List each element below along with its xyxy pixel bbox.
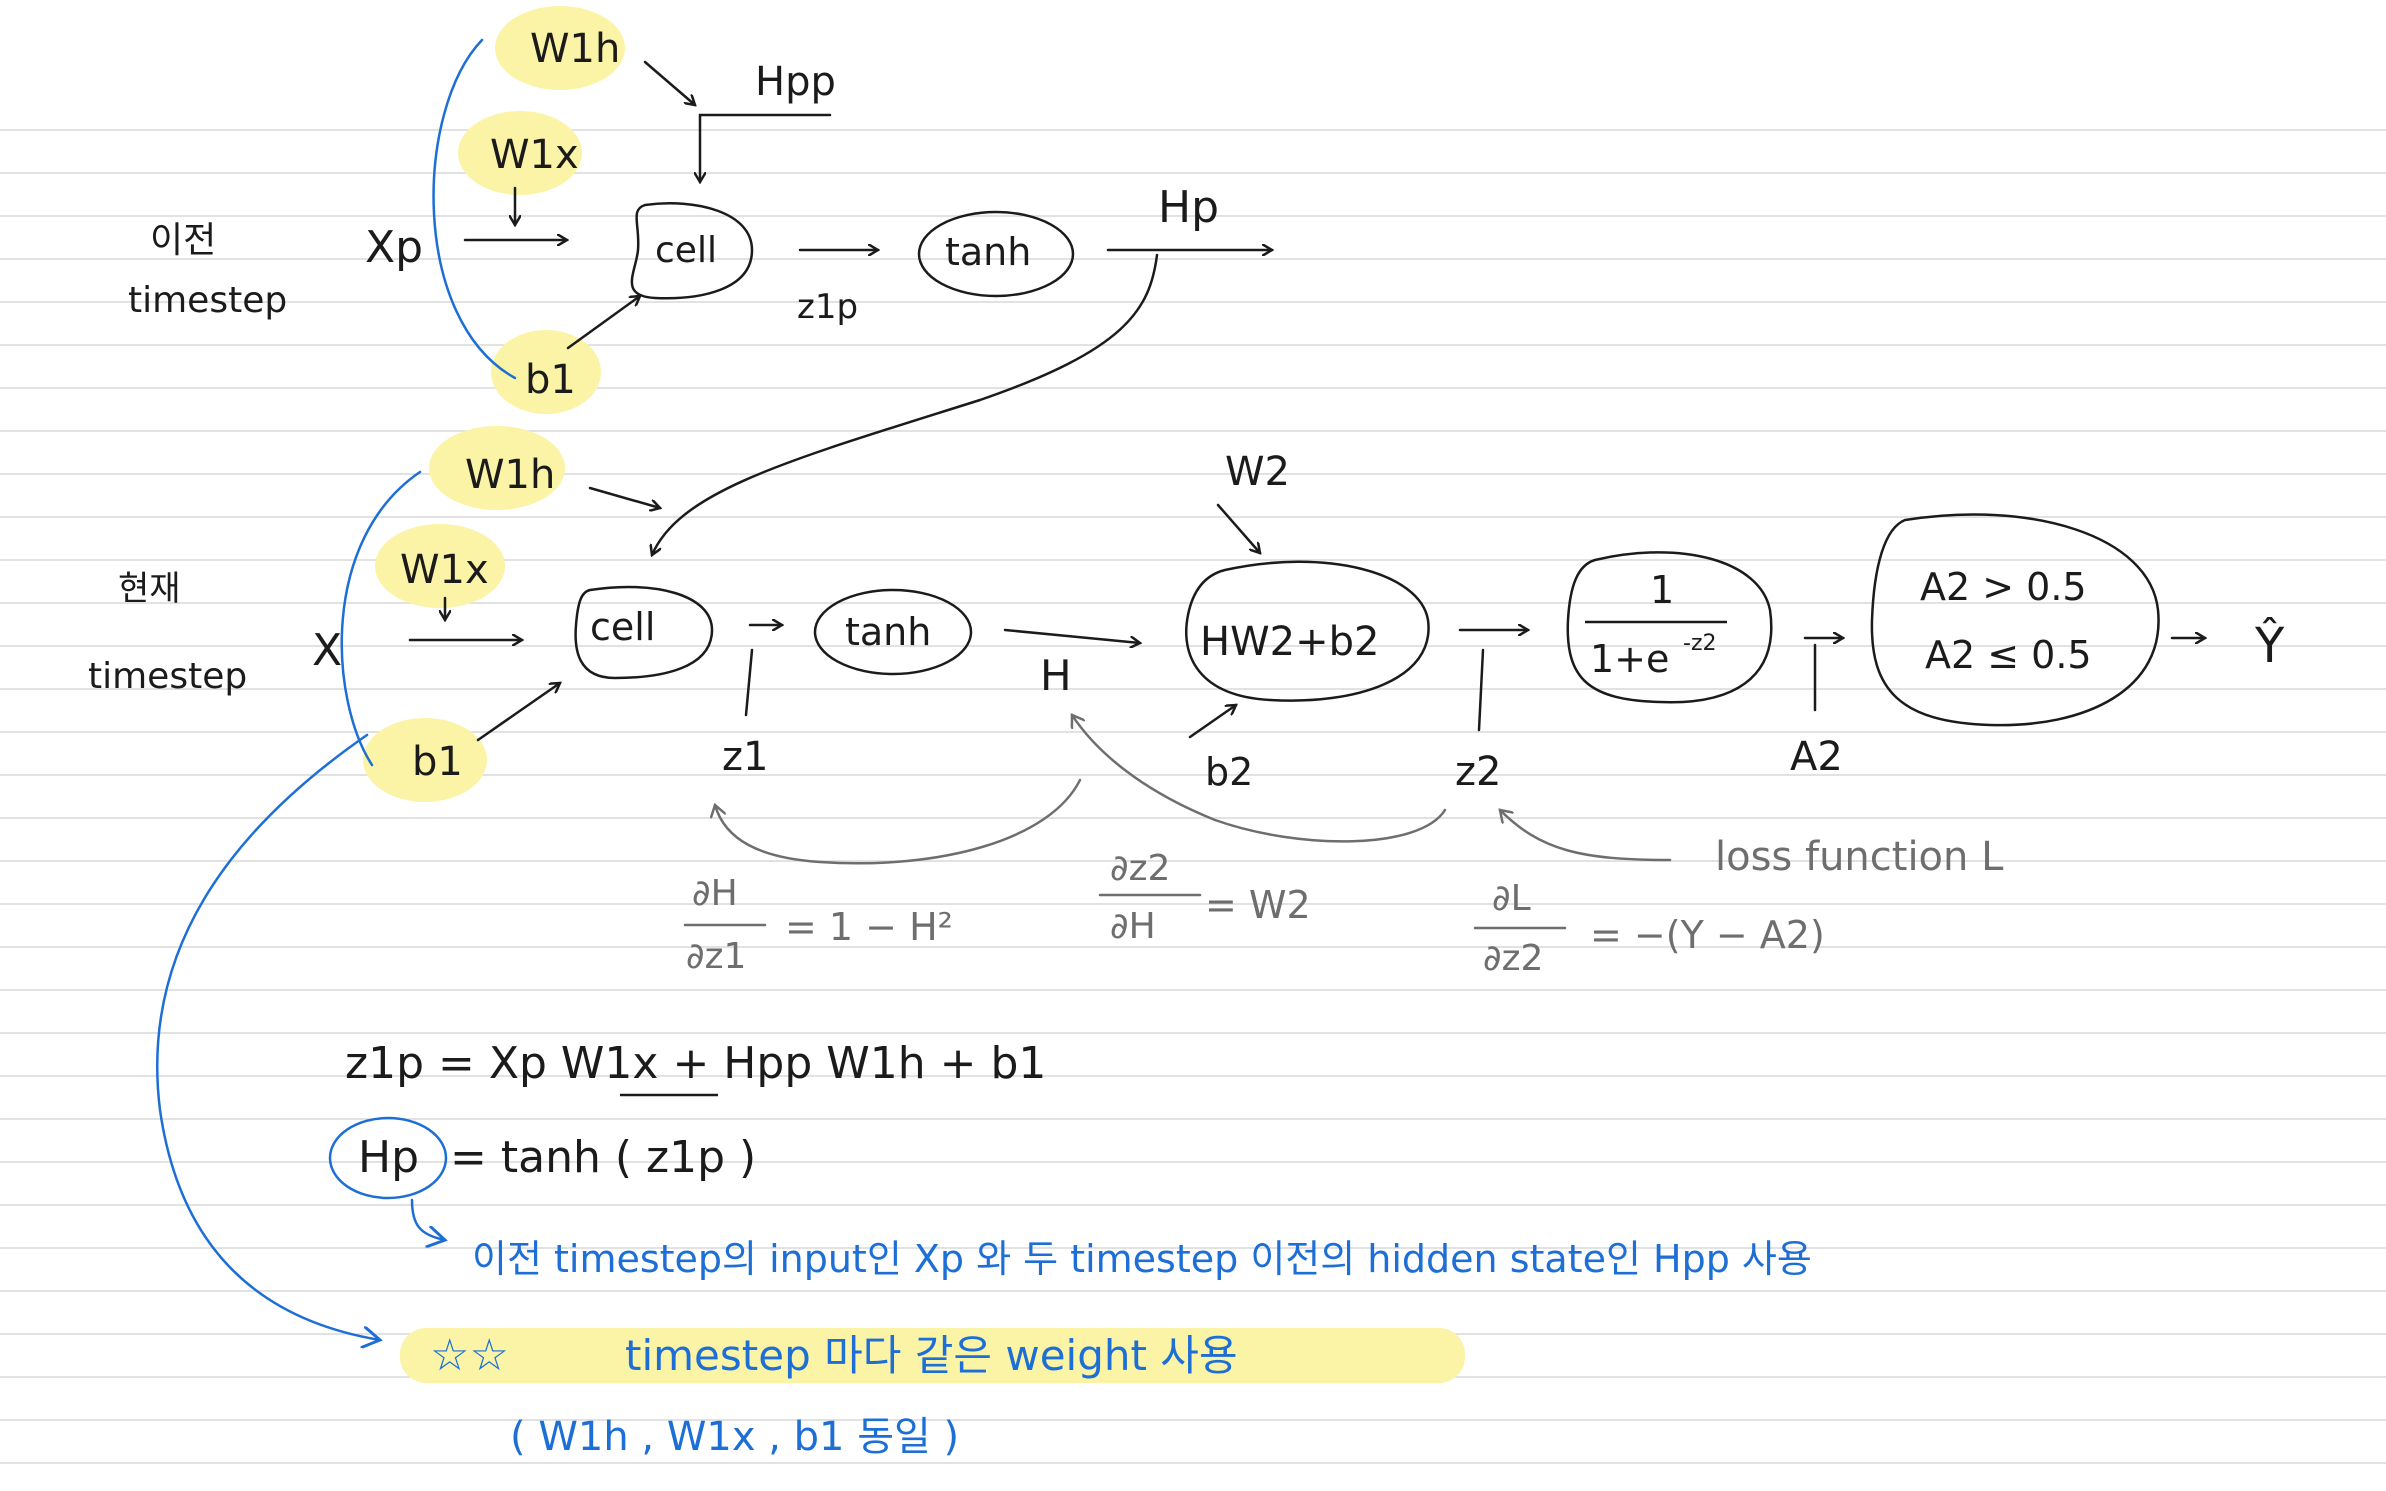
grad3-denominator: ∂z2: [1483, 938, 1543, 979]
backprop-h-to-z1: [715, 780, 1080, 863]
backprop-z2-to-h: [1072, 715, 1445, 841]
threshold-node: [1872, 514, 2159, 725]
arrow-tanh-to-linear: [1005, 630, 1140, 643]
z1-label: z1: [722, 734, 768, 780]
line-z2-tick: [1479, 650, 1483, 730]
w2-label: W2: [1225, 449, 1290, 495]
note-shared-weights: timestep 마다 같은 weight 사용: [625, 1331, 1238, 1380]
line-z1-tick: [746, 650, 752, 715]
bracket-top-inputs: [434, 40, 515, 378]
top-hpp-label: Hpp: [755, 59, 836, 105]
top-b1-label: b1: [525, 357, 576, 403]
equation-hp-rhs: = tanh ( z1p ): [450, 1132, 756, 1183]
star-icon: ☆☆: [430, 1330, 509, 1381]
y-hat-label: Ŷ: [2254, 617, 2285, 674]
top-hp-label: Hp: [1158, 182, 1219, 233]
bottom-b1-label: b1: [412, 739, 463, 785]
z2-label: z2: [1455, 749, 1501, 795]
threshold-condition-2: A2 ≤ 0.5: [1925, 633, 2092, 677]
top-xp-label: Xp: [365, 222, 423, 273]
top-w1h-label: W1h: [530, 26, 620, 72]
sigmoid-numerator: 1: [1650, 568, 1674, 612]
grad3-numerator: ∂L: [1492, 878, 1531, 919]
arrow-top-w1h-to-cell: [645, 62, 695, 105]
arrow-top-b1-to-cell: [568, 296, 640, 348]
note-shared-weights-list: ( W1h , W1x , b1 동일 ): [510, 1414, 959, 1460]
equation-z1p: z1p = Xp W1x + Hpp W1h + b1: [345, 1038, 1046, 1089]
bottom-timestep-label-line2: timestep: [88, 656, 247, 697]
grad1-rhs: = 1 − H²: [785, 905, 953, 949]
arrow-hp-to-note1: [412, 1200, 445, 1240]
top-cell-label: cell: [655, 230, 717, 271]
b2-label: b2: [1205, 750, 1253, 794]
sigmoid-denominator: 1+e: [1590, 637, 1669, 681]
note-hp-explanation: 이전 timestep의 input인 Xp 와 두 timestep 이전의 …: [472, 1237, 1812, 1281]
grad2-denominator: ∂H: [1110, 906, 1156, 947]
bottom-x-label: X: [312, 625, 342, 676]
top-timestep-label-line1: 이전: [150, 220, 216, 261]
grad1-denominator: ∂z1: [686, 936, 746, 977]
equation-hp-lhs: Hp: [358, 1132, 419, 1183]
loss-function-label: loss function L: [1715, 834, 2004, 880]
tanh-label: tanh: [845, 610, 931, 654]
top-w1x-label: W1x: [490, 132, 579, 178]
arrow-bottom-b1-to-cell: [478, 683, 560, 740]
grad2-rhs: = W2: [1205, 883, 1311, 927]
arrow-hp-to-next-cell: [652, 255, 1157, 555]
grad3-rhs: = −(Y − A2): [1590, 913, 1825, 957]
cell-label: cell: [590, 605, 655, 649]
h-label: H: [1040, 651, 1072, 700]
bottom-w1h-label: W1h: [465, 452, 555, 498]
a2-label: A2: [1790, 734, 1843, 780]
threshold-condition-1: A2 > 0.5: [1920, 565, 2087, 609]
arrow-b2-up: [1190, 705, 1236, 737]
sigmoid-exponent: -z2: [1683, 631, 1716, 656]
top-z1p-label: z1p: [797, 287, 858, 327]
top-tanh-label: tanh: [945, 230, 1031, 274]
top-timestep-label-line2: timestep: [128, 280, 287, 321]
arrow-bottom-w1h-to-cell: [590, 488, 660, 508]
grad2-numerator: ∂z2: [1110, 848, 1170, 889]
hpp-bracket: [700, 115, 830, 182]
backprop-loss-to-z2: [1500, 810, 1670, 860]
grad1-numerator: ∂H: [692, 873, 738, 914]
arrow-w2-down: [1218, 505, 1260, 553]
bottom-timestep-label-line1: 현재: [118, 569, 181, 609]
bottom-w1x-label: W1x: [400, 547, 489, 593]
linear-label: HW2+b2: [1200, 619, 1379, 665]
